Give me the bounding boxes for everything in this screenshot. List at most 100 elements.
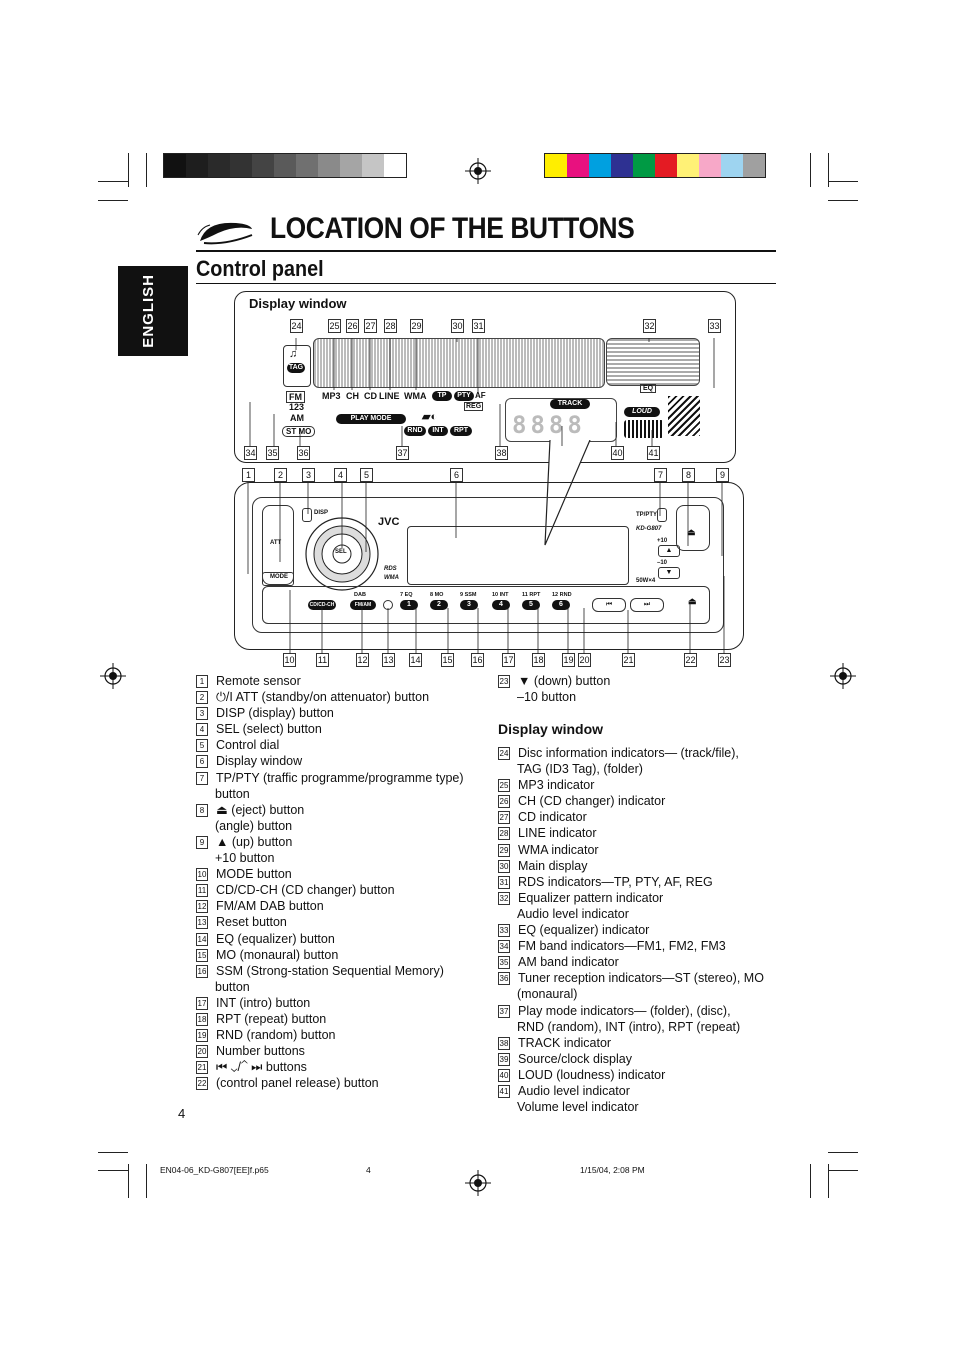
tag-indicator: TAG <box>287 363 305 373</box>
eject-icon: ⏏ <box>687 527 696 537</box>
color-swatch <box>208 154 230 177</box>
legend-number: 25 <box>498 779 510 793</box>
crop-mark <box>128 153 129 187</box>
callout-1: 1 <box>242 468 255 482</box>
callout-8: 8 <box>682 468 695 482</box>
tp-pty-button[interactable] <box>657 508 667 522</box>
disp-button[interactable] <box>302 508 312 522</box>
callout-26: 26 <box>346 319 359 333</box>
legend-text: EQ (equalizer) indicator <box>518 923 650 938</box>
model-label: KD-G807 <box>636 526 662 532</box>
preset-label-rpt: 11 RPT <box>522 592 541 598</box>
legend-text: SEL (select) button <box>216 722 322 737</box>
legend-text: (control panel release) button <box>216 1076 379 1091</box>
clock-segments: 8888 <box>512 411 586 439</box>
cd-ch-button[interactable]: CD/CD-CH <box>308 600 336 610</box>
color-swatch <box>296 154 318 177</box>
legend-number: 39 <box>498 1052 510 1066</box>
callout-12: 12 <box>356 653 369 667</box>
skip-back-button[interactable]: ⏮ <box>592 598 626 612</box>
legend-number: 33 <box>498 924 510 938</box>
crop-mark <box>146 153 147 187</box>
callout-32: 32 <box>643 319 656 333</box>
callout-28: 28 <box>384 319 397 333</box>
color-swatch <box>274 154 296 177</box>
crop-mark <box>828 153 829 187</box>
track-indicator: TRACK <box>550 399 590 409</box>
legend-item-33: 33 EQ (equalizer) indicator <box>498 922 764 938</box>
preset-label-eq: 7 EQ <box>400 592 413 598</box>
eject-button[interactable] <box>676 505 710 551</box>
folder-disc-icon: ▰◐ <box>422 411 438 423</box>
display-window-heading: Display window <box>498 721 604 737</box>
legend-text: AM band indicator <box>518 955 619 970</box>
legend-item-22: 22 (control panel release) button <box>196 1075 464 1091</box>
legend-text: (monaural) <box>517 987 578 1002</box>
color-swatch <box>655 154 677 177</box>
page-number: 4 <box>178 1106 186 1121</box>
legend-number: 20 <box>196 1045 208 1059</box>
fm-am-button[interactable]: FM/AM <box>350 600 376 610</box>
preset-button-3[interactable]: 3 <box>460 600 478 610</box>
preset-button-2[interactable]: 2 <box>430 600 448 610</box>
callout-15: 15 <box>441 653 454 667</box>
down-button[interactable]: ▼ <box>658 567 680 579</box>
legend-number: 38 <box>498 1036 510 1050</box>
standby-att-button[interactable] <box>262 505 294 585</box>
subtitle-rule <box>196 283 776 284</box>
mode-button[interactable] <box>262 572 294 586</box>
control-dial[interactable] <box>302 514 382 594</box>
legend-item-41: Volume level indicator <box>498 1099 764 1115</box>
callout-20: 20 <box>578 653 591 667</box>
legend-text: DISP (display) button <box>216 706 334 721</box>
preset-button-1[interactable]: 1 <box>400 600 418 610</box>
legend-number: 18 <box>196 1012 208 1026</box>
preset-button-6[interactable]: 6 <box>552 600 570 610</box>
play-mode-indicator: PLAY MODE <box>336 414 406 424</box>
pty-indicator: PTY <box>454 391 474 401</box>
fm-band-number: 123 <box>289 402 305 412</box>
skip-forward-button[interactable]: ⏭ <box>630 598 664 612</box>
legend-number: 8 <box>196 803 208 817</box>
track-note-icon: ♫ <box>289 348 298 360</box>
up-button[interactable]: ▲ <box>658 545 680 557</box>
preset-label-int: 10 INT <box>492 592 509 598</box>
color-swatch <box>164 154 186 177</box>
grayscale-color-bar <box>163 153 407 178</box>
legend-number: 21 <box>196 1061 208 1075</box>
callout-14: 14 <box>409 653 422 667</box>
preset-button-5[interactable]: 5 <box>522 600 540 610</box>
legend-text: button <box>215 979 250 994</box>
legend-number: 13 <box>196 916 208 930</box>
legend-text: Play mode indicators— (folder), (disc), <box>518 1003 731 1018</box>
mp3-indicator: MP3 <box>322 391 341 401</box>
legend-item-37: RND (random), INT (intro), RPT (repeat) <box>498 1019 764 1035</box>
disc-info-indicator <box>283 345 311 387</box>
callout-33: 33 <box>708 319 721 333</box>
am-indicator: AM <box>290 413 304 423</box>
legend-text: Volume level indicator <box>517 1100 639 1115</box>
legend-text: +10 button <box>215 851 275 866</box>
legend-number: 1 <box>196 675 208 688</box>
legend-number: 29 <box>498 843 510 857</box>
callout-13: 13 <box>382 653 395 667</box>
legend-item-9: +10 button <box>196 850 464 866</box>
legend-text: Number buttons <box>216 1044 305 1059</box>
color-swatch <box>230 154 252 177</box>
preset-button-4[interactable]: 4 <box>492 600 510 610</box>
legend-text: Reset button <box>216 915 287 930</box>
legend-number: 22 <box>196 1077 208 1091</box>
sel-button[interactable]: SEL <box>335 549 347 555</box>
